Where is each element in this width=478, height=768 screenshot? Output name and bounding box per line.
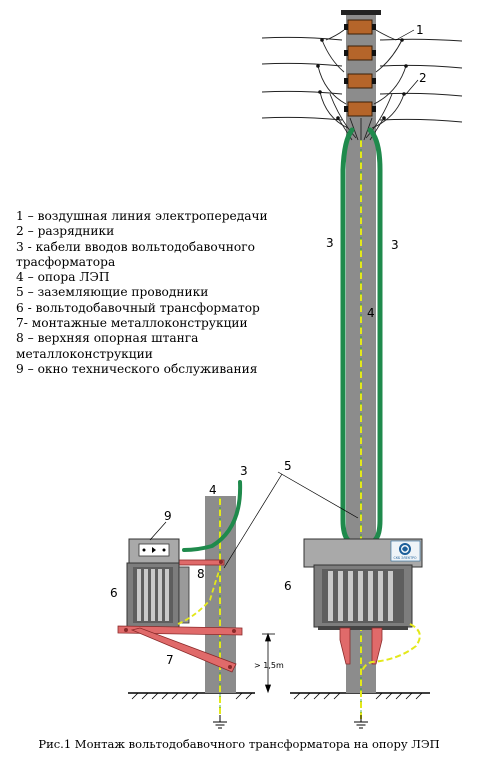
ground-electrode-left: [213, 715, 227, 729]
legend-item: 2 – разрядники: [16, 224, 115, 239]
legend-item: 4 – опора ЛЭП: [16, 270, 110, 285]
legend-item: 9 – окно технического обслуживания: [16, 361, 258, 376]
mounting-structures: [117, 625, 243, 673]
callout-3-bottom: 3: [240, 464, 248, 478]
legend: 1 – воздушная линия электропередачи 2 – …: [16, 209, 268, 377]
callout-3-right: 3: [391, 238, 399, 252]
wire-terminals: [316, 38, 408, 120]
height-dimension: [262, 632, 275, 694]
logo-text: СКБ ЭЛЕКТРО: [394, 556, 417, 560]
structure-bolts: [124, 628, 236, 669]
transformer-input-cables: [340, 127, 383, 543]
rod-bolt: [219, 560, 223, 564]
booster-transformer-left: [126, 538, 190, 628]
arrester-connection-wires: [317, 29, 407, 141]
ground-electrode-right: [354, 715, 368, 729]
legend-item-continuation: металлоконструкции: [16, 346, 153, 361]
legend-item: 3 - кабели вводов вольтодобавочного: [16, 239, 255, 254]
callout-7: 7: [166, 653, 174, 667]
callout-8: 8: [197, 567, 205, 581]
callout-3-left: 3: [326, 236, 334, 250]
callout-2: 2: [419, 71, 427, 85]
surge-arresters: [344, 19, 376, 117]
legend-item-continuation: трасформатора: [16, 254, 116, 269]
figure-caption: Рис.1 Монтаж вольтодобавочного трансформ…: [38, 737, 440, 751]
callout-1: 1: [416, 23, 424, 37]
callout-6-left: 6: [110, 586, 118, 600]
callout-leaders: [149, 29, 419, 569]
mounting-brackets-right: [339, 627, 383, 665]
ground-lead-right: [361, 623, 421, 673]
overhead-line-wires: [261, 36, 463, 123]
ground-hatching-left: [131, 692, 253, 700]
callout-5: 5: [284, 459, 292, 473]
pole-cap: [341, 10, 381, 15]
ground-lead-left: [177, 567, 221, 625]
callout-6-right: 6: [284, 579, 292, 593]
legend-item: 8 – верхняя опорная штанга: [16, 331, 199, 346]
height-dimension-label: > 1,5m: [254, 661, 284, 670]
callout-4-top: 4: [367, 306, 375, 320]
legend-item: 1 – воздушная линия электропередачи: [16, 209, 268, 223]
input-cable-left: [182, 480, 243, 552]
callout-4-bottom: 4: [209, 483, 217, 497]
company-logo: [390, 540, 421, 562]
legend-item: 6 - вольтодобавочный трансформатор: [16, 300, 260, 315]
upper-support-rod: [175, 559, 225, 566]
callout-9: 9: [164, 509, 172, 523]
legend-item: 5 – заземляющие проводники: [16, 285, 209, 300]
ground-hatching-right: [293, 692, 423, 700]
legend-item: 7- монтажные металлоконструкции: [16, 316, 248, 331]
